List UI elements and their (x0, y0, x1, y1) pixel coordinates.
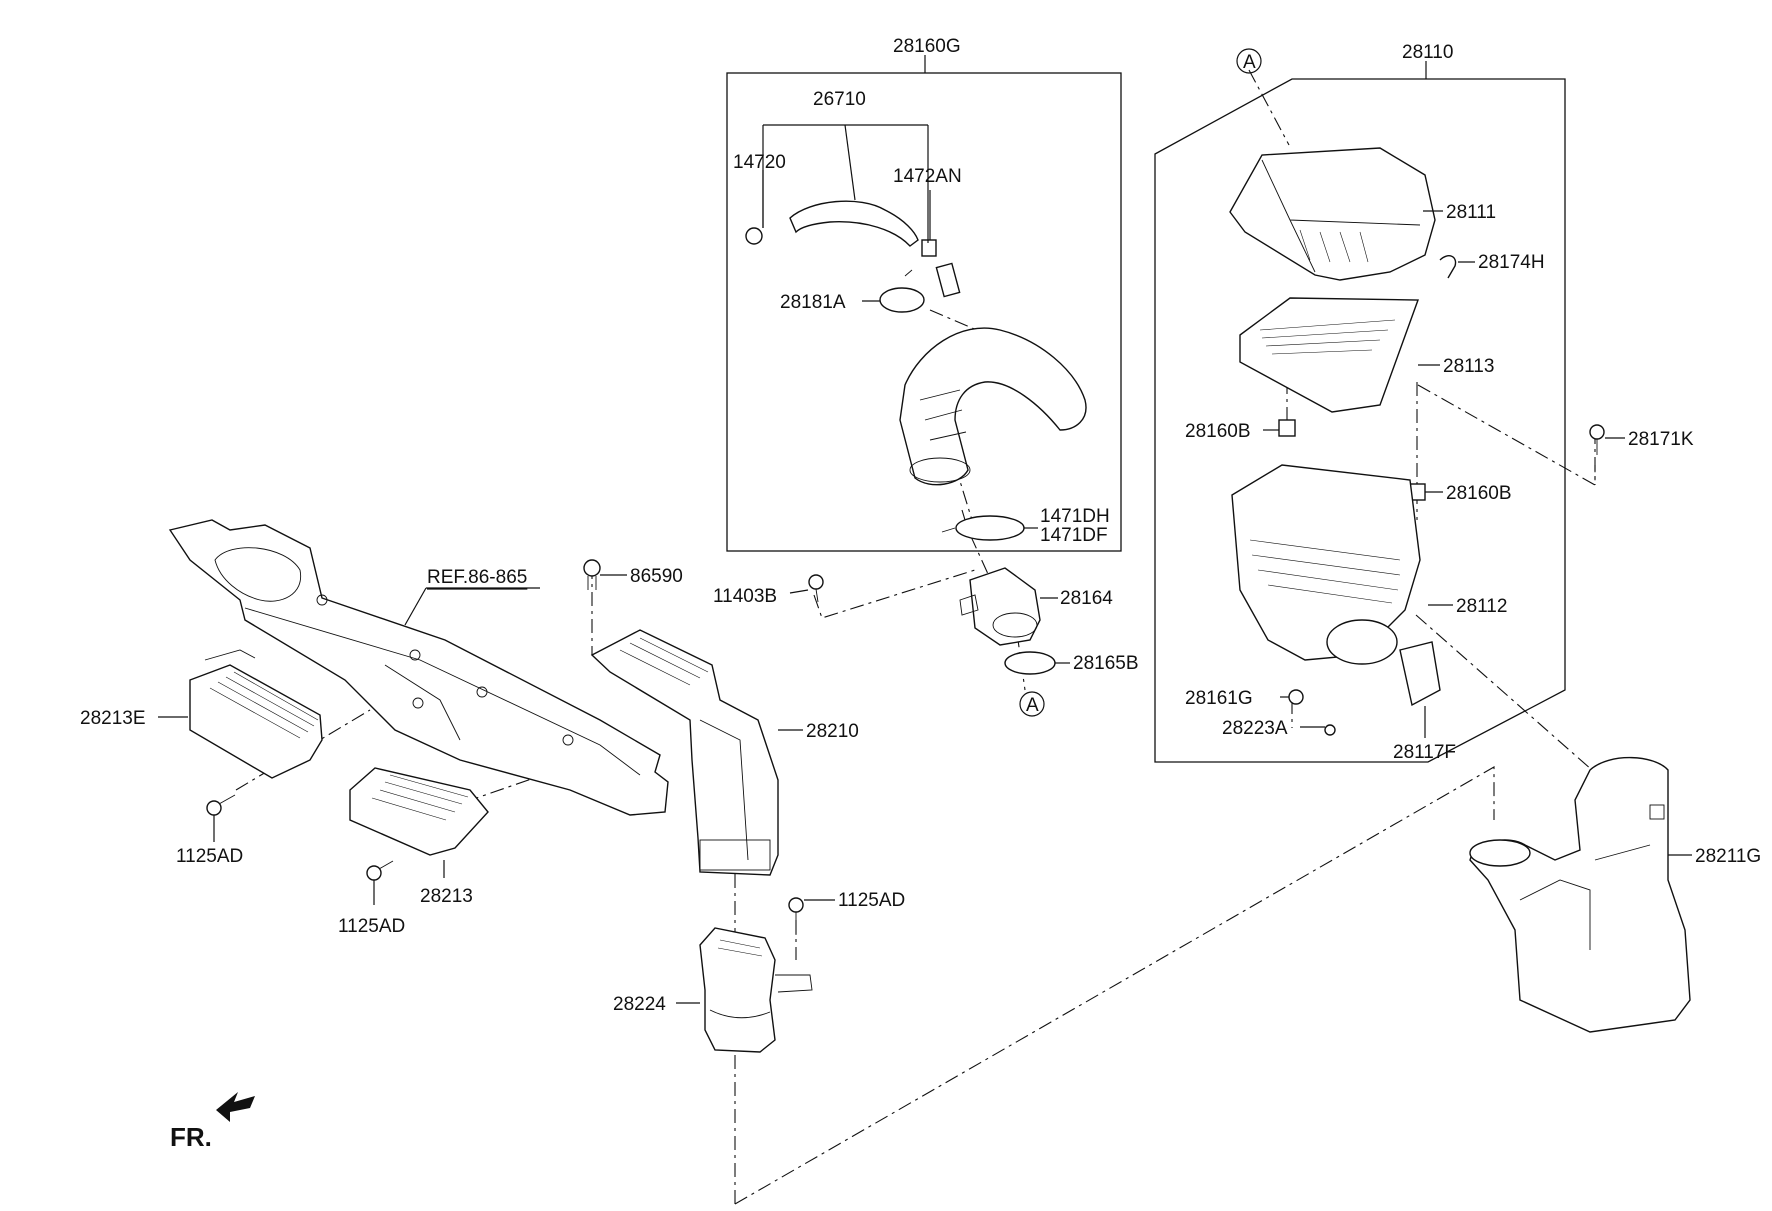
label-28211G: 28211G (1695, 846, 1761, 867)
bolt-1125AD-right-shape (788, 897, 804, 935)
label-1472AN: 1472AN (893, 166, 962, 187)
clamp-1471DH-shape (941, 515, 1025, 541)
air-intake-hose-28211G-shape (1469, 756, 1691, 1033)
marker-a-bottom-circle (1019, 691, 1045, 717)
ducting-centerline-bolt (813, 569, 976, 619)
bolt-28161G-shape (1288, 689, 1304, 705)
air-cleaner-cover-28111-shape (1229, 147, 1436, 281)
ducting-centerline-cover (1248, 69, 1290, 146)
seal-28117F-shape (1399, 641, 1441, 707)
label-26710: 26710 (813, 89, 866, 110)
label-28213E: 28213E (80, 708, 146, 729)
label-28171K: 28171K (1628, 429, 1694, 450)
bolt-28171K-shape (1589, 424, 1605, 455)
air-cleaner-body-28112-shape (1231, 464, 1421, 665)
breather-hose-26710-shape (745, 200, 937, 257)
label-86590: 86590 (630, 566, 683, 587)
o-ring-28165B-shape (1004, 651, 1056, 675)
label-28113: 28113 (1443, 356, 1494, 377)
marker-a-bottom-letter: A (1026, 695, 1039, 716)
label-28224: 28224 (613, 994, 666, 1015)
label-28112: 28112 (1456, 596, 1507, 617)
bolt-1125AD-mid-shape (366, 860, 394, 881)
ducting-centerline-hose (1415, 614, 1593, 771)
duct-28224-shape (699, 927, 813, 1053)
label-28164: 28164 (1060, 588, 1113, 609)
label-1125AD-right: 1125AD (838, 890, 905, 911)
label-28181A: 28181A (780, 292, 846, 313)
label-28161G: 28161G (1185, 688, 1253, 709)
air-filter-28113-shape (1239, 297, 1419, 413)
bolt-1125AD-left-shape (206, 794, 236, 816)
air-duct-28210-shape (590, 629, 779, 876)
label-14720: 14720 (733, 152, 786, 173)
ducting-centerline-main (734, 766, 1495, 1205)
label-28165B: 28165B (1073, 653, 1139, 674)
grommet-28160B-left-shape (1278, 419, 1296, 437)
label-28223A: 28223A (1222, 718, 1288, 739)
label-1471DF: 1471DF (1040, 525, 1108, 546)
label-ref-86-865: REF.86-865 (427, 567, 527, 588)
label-28111: 28111 (1446, 202, 1496, 223)
label-28160B-left: 28160B (1185, 421, 1251, 442)
air-guide-28213E-shape (189, 649, 323, 779)
ducting-centerline-filter (1417, 384, 1596, 486)
leaders (158, 124, 1692, 1004)
label-28160B-right: 28160B (1446, 483, 1512, 504)
label-11403B: 11403B (713, 586, 777, 607)
clamp-28181A-shape (879, 269, 925, 313)
marker-a-top-letter: A (1243, 52, 1256, 73)
marker-a-top-circle (1236, 48, 1262, 74)
clip-86590-shape (583, 559, 601, 590)
label-1471DH: 1471DH (1040, 506, 1110, 527)
air-flow-sensor-28164-shape (959, 567, 1041, 646)
label-28210: 28210 (806, 721, 859, 742)
ducting-centerline-panel (235, 709, 541, 803)
label-28174H: 28174H (1478, 252, 1545, 273)
label-28110: 28110 (1402, 42, 1453, 63)
clip-28223A-shape (1324, 724, 1336, 736)
air-cleaner-assembly-frame (1154, 78, 1566, 763)
resonator-assembly-frame (726, 72, 1122, 552)
front-arrow-icon (216, 1092, 255, 1122)
bolt-11403B-shape (808, 574, 824, 603)
label-28117F: 28117F (1393, 742, 1456, 763)
clip-28174H-shape (1439, 255, 1457, 279)
front-indicator-label: FR. (170, 1122, 212, 1152)
radiator-cover-shape (168, 519, 669, 816)
label-28160G: 28160G (893, 36, 961, 57)
label-1125AD-mid: 1125AD (338, 916, 405, 937)
label-1125AD-left: 1125AD (176, 846, 243, 867)
resonator-hose-shape (899, 262, 1087, 486)
label-28213: 28213 (420, 886, 473, 907)
air-guide-28213-shape (349, 767, 489, 856)
